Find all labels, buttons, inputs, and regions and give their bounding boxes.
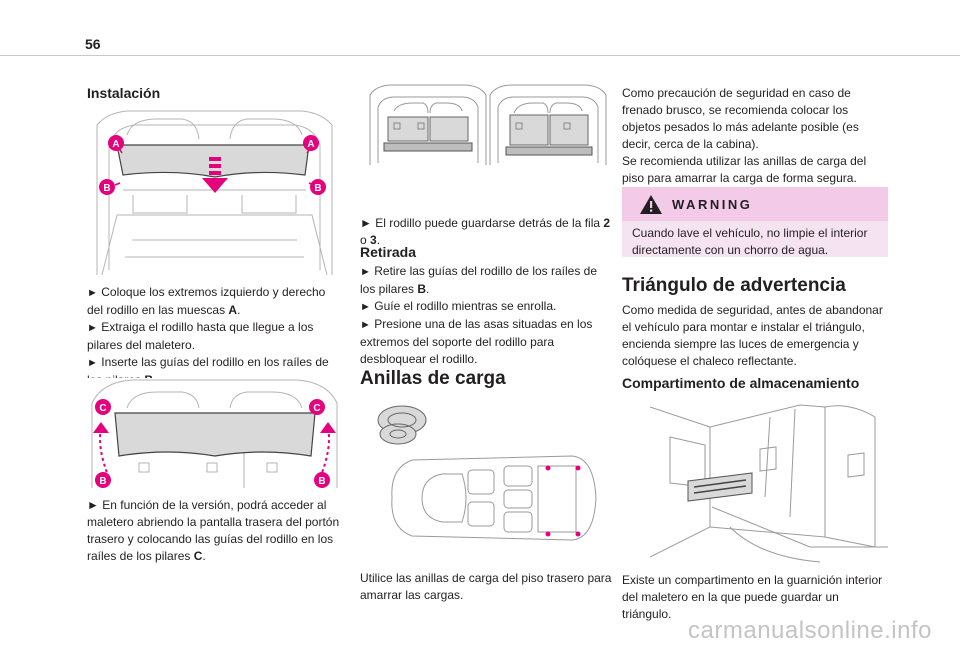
storage-rows-figure — [368, 83, 608, 166]
version-step: ► En función de la versión, podrá accede… — [87, 498, 340, 563]
label-b-right-2: B — [318, 476, 325, 487]
intro-paragraph-2: Se recomienda utilizar las anillas de ca… — [622, 154, 867, 185]
warning-triangle-icon — [640, 195, 662, 214]
removal-step-1: ► Retire las guías del rodillo de los ra… — [360, 264, 598, 296]
load-rings-figure — [372, 398, 602, 548]
label-b-left: B — [103, 183, 110, 194]
removal-step-3: ► Presione una de las asas situadas en l… — [360, 317, 593, 366]
label-b-left-2: B — [99, 476, 106, 487]
warning-box: WARNING Cuando lave el vehículo, no limp… — [622, 187, 888, 257]
rear-screen-figure: C C B B — [87, 378, 342, 490]
arrow-right-icon: ► — [87, 357, 98, 369]
arrow-right-icon: ► — [87, 287, 98, 299]
storage-compartment-figure — [650, 397, 888, 565]
installation-steps: ► Coloque los extremos izquierdo y derec… — [87, 284, 342, 389]
label-a-left: A — [112, 139, 119, 150]
rings-text: Utilice las anillas de carga del piso tr… — [360, 571, 612, 602]
removal-steps: ► Retire las guías del rodillo de los ra… — [360, 263, 615, 368]
page-number: 56 — [85, 36, 101, 52]
rings-heading: Anillas de carga — [360, 368, 506, 389]
label-c-left: C — [99, 403, 106, 414]
label-a-right: A — [307, 139, 314, 150]
triangle-heading: Triángulo de advertencia — [622, 275, 846, 296]
storage-text: Existe un compartimento en la guarnición… — [622, 573, 883, 621]
top-rule — [0, 55, 960, 56]
install-step-1: ► Coloque los extremos izquierdo y derec… — [87, 285, 326, 317]
intro-text: Como precaución de seguridad en caso de … — [622, 85, 888, 187]
install-step-2: ► Extraiga el rodillo hasta que llegue a… — [87, 320, 314, 352]
watermark: carmanualsonline.info — [688, 617, 932, 644]
removal-step-2: ► Guíe el rodillo mientras se enrolla. — [360, 299, 557, 313]
store-note: ► El rodillo puede guardarse detrás de l… — [360, 216, 611, 247]
arrow-right-icon: ► — [360, 319, 371, 331]
installation-heading: Instalación — [87, 85, 161, 101]
label-c-right: C — [313, 403, 320, 414]
label-b-right: B — [314, 183, 321, 194]
arrow-right-icon: ► — [360, 266, 371, 278]
warning-header: WARNING — [622, 187, 888, 221]
triangle-text: Como medida de seguridad, antes de aband… — [622, 303, 883, 368]
arrow-right-icon: ► — [87, 498, 99, 512]
arrow-right-icon: ► — [360, 216, 372, 230]
storage-heading: Compartimento de almacenamiento — [622, 375, 860, 391]
intro-paragraph-1: Como precaución de seguridad en caso de … — [622, 86, 859, 151]
removal-heading: Retirada — [360, 244, 417, 260]
installation-figure: A A B B — [87, 105, 342, 277]
warning-title: WARNING — [672, 197, 753, 212]
arrow-right-icon: ► — [360, 301, 371, 313]
warning-text: Cuando lave el vehículo, no limpie el in… — [632, 226, 868, 257]
arrow-right-icon: ► — [87, 322, 98, 334]
